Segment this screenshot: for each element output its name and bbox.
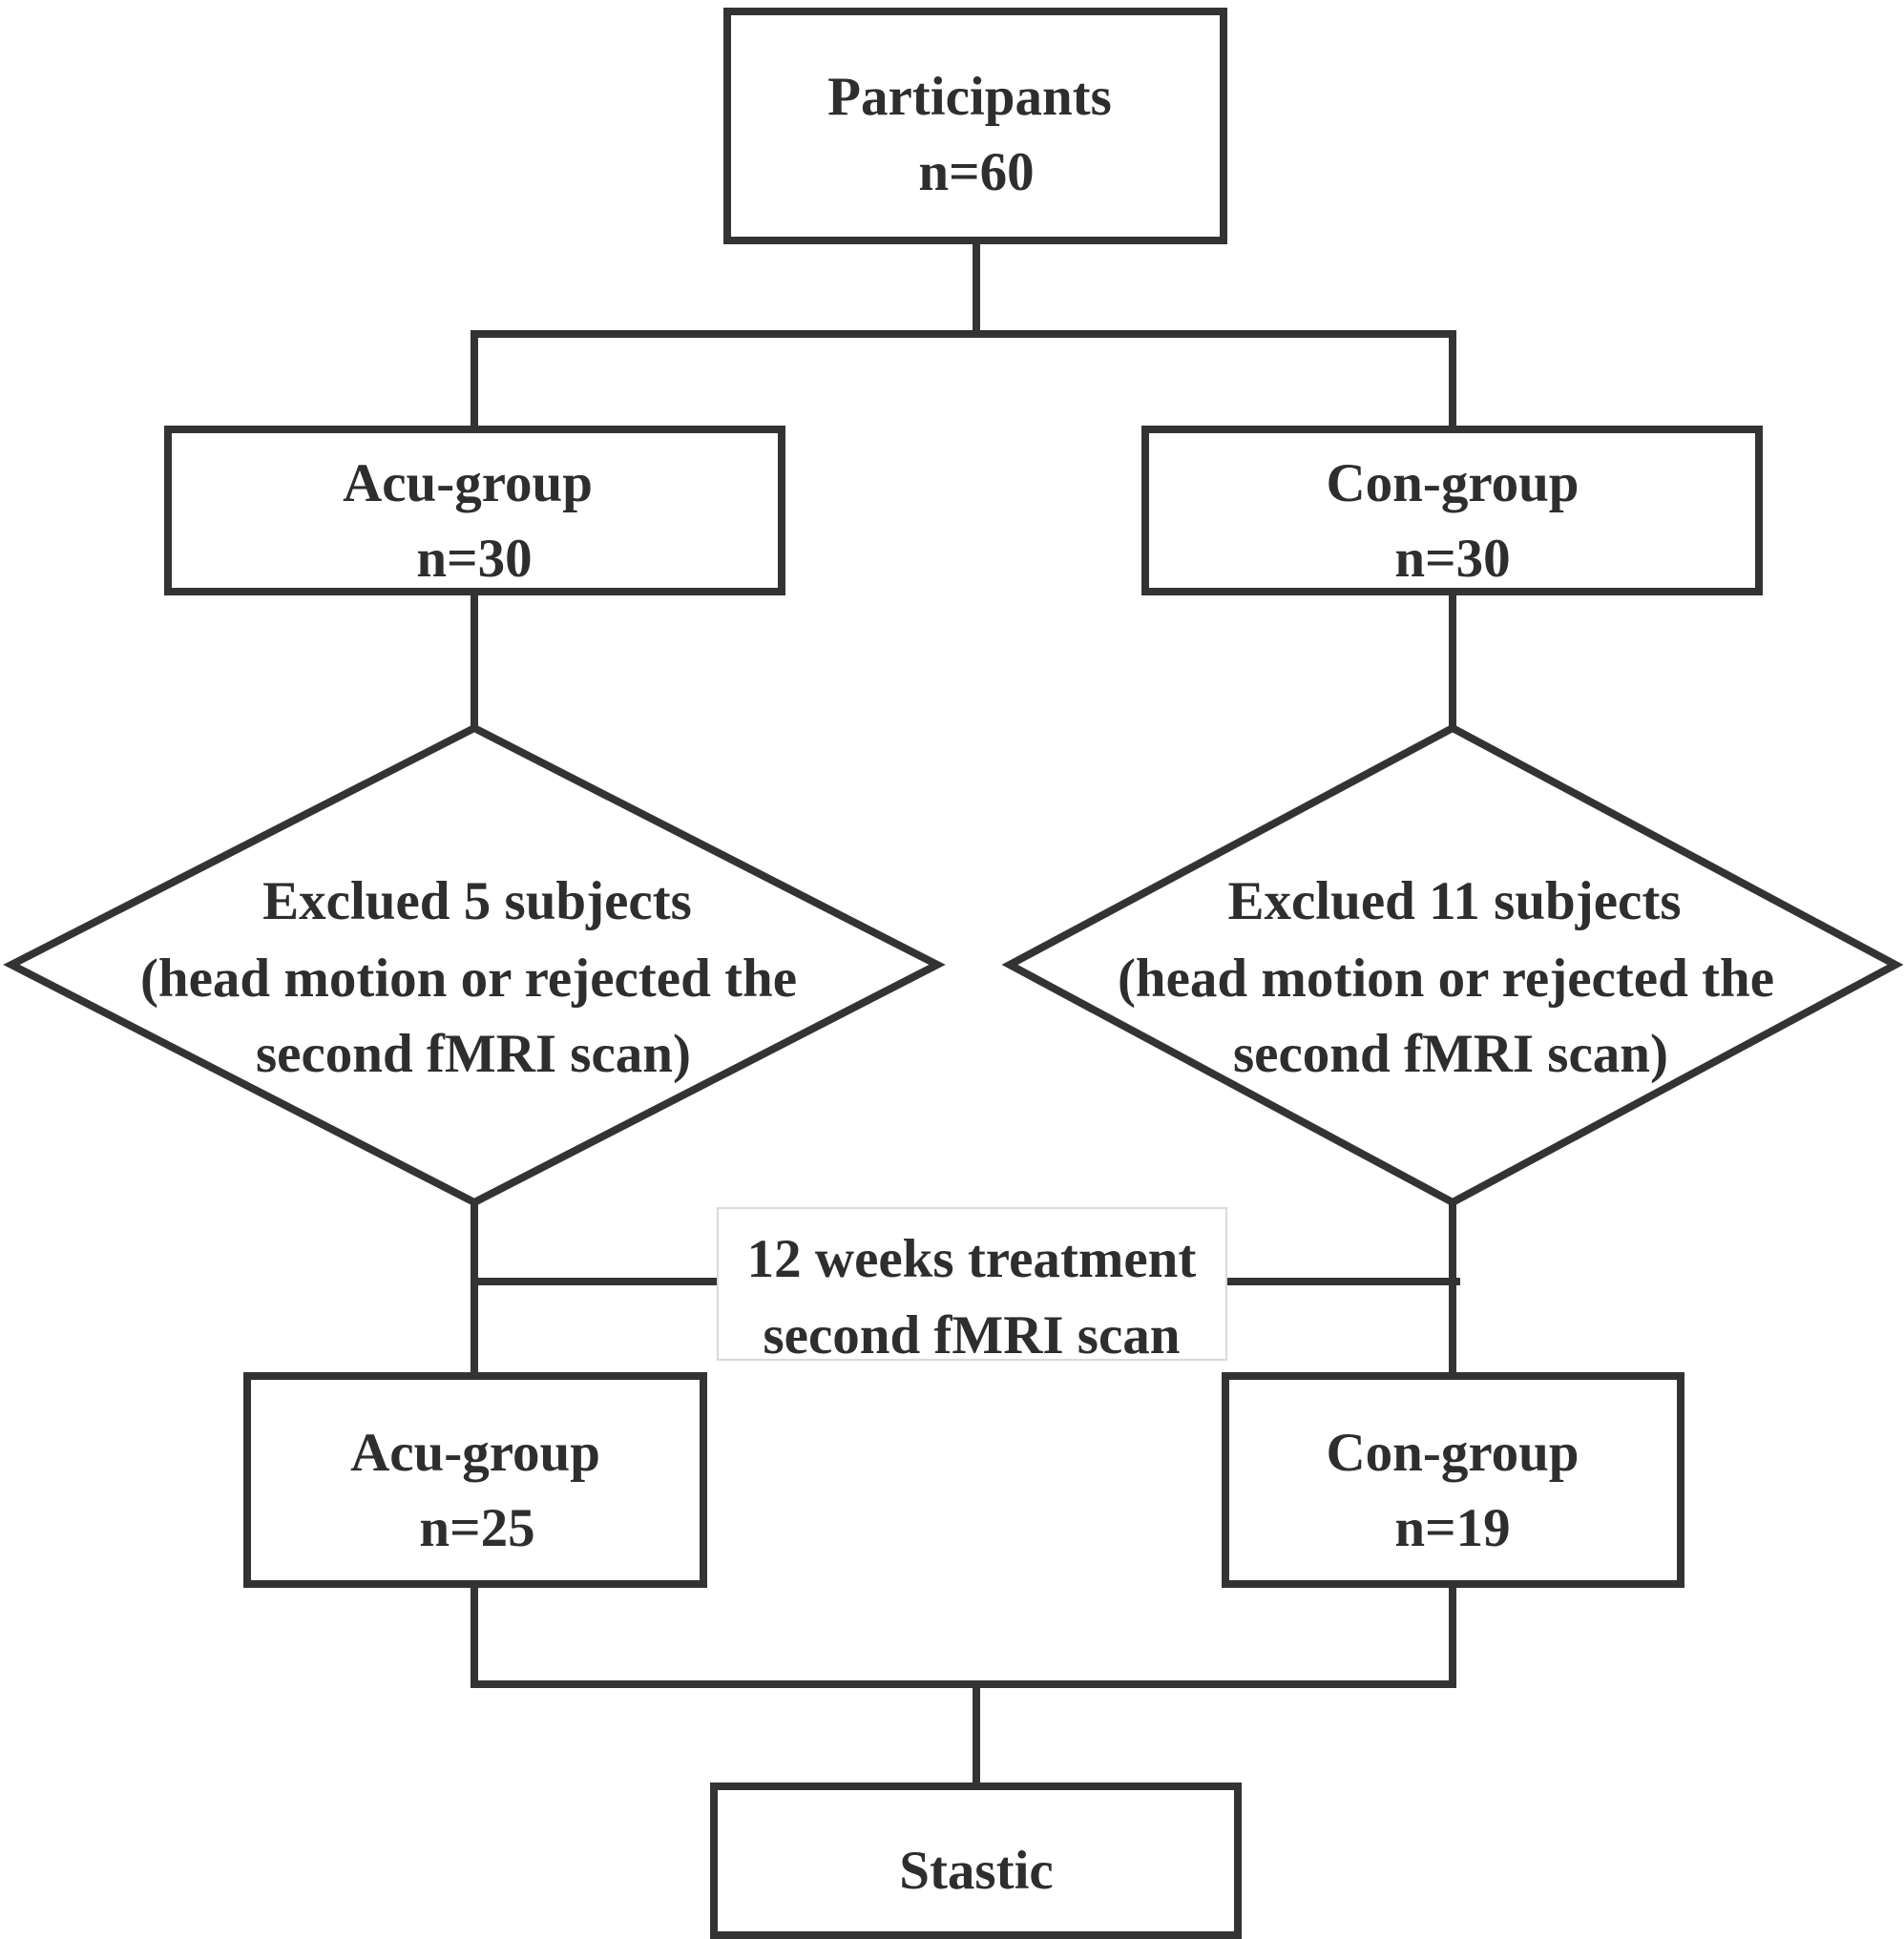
statistic-box <box>710 1783 1242 1939</box>
connector-merge-bottom <box>471 1584 1456 1688</box>
acu-exclusion-line1: Exclued 5 subjects <box>262 871 692 931</box>
con-group-initial-title: Con-group <box>1326 453 1579 513</box>
con-group-final-title: Con-group <box>1326 1423 1579 1483</box>
con-group-box-initial <box>1141 426 1763 595</box>
acu-group-final-title: Acu-group <box>350 1423 600 1483</box>
acu-exclusion-line2: (head motion or rejected the <box>140 949 797 1009</box>
con-exclusion-line2: (head motion or rejected the <box>1118 949 1774 1009</box>
acu-group-initial-title: Acu-group <box>343 453 593 513</box>
participants-title: Participants <box>827 67 1112 127</box>
acu-group-box-initial <box>164 426 785 595</box>
con-exclusion-diamond <box>1001 723 1904 1207</box>
statistic-label: Stastic <box>899 1841 1053 1901</box>
treatment-label-box <box>717 1207 1227 1361</box>
con-exclusion-line1: Exclued 11 subjects <box>1227 871 1681 931</box>
acu-exclusion-diamond <box>3 723 946 1207</box>
participants-count: n=60 <box>918 142 1034 202</box>
con-exclusion-line3: second fMRI scan) <box>1233 1024 1668 1084</box>
acu-group-final-count: n=25 <box>419 1498 534 1558</box>
connector-split-top <box>471 330 1456 429</box>
con-group-final-count: n=19 <box>1394 1498 1510 1558</box>
con-group-box-final <box>1222 1372 1684 1588</box>
treatment-label-line2: second fMRI scan <box>764 1305 1181 1366</box>
acu-group-box-final <box>243 1372 707 1588</box>
acu-exclusion-line3: second fMRI scan) <box>256 1024 691 1084</box>
acu-group-initial-count: n=30 <box>416 529 532 589</box>
treatment-label-line1: 12 weeks treatment <box>747 1229 1197 1289</box>
participants-box <box>723 8 1227 244</box>
con-group-initial-count: n=30 <box>1394 529 1510 589</box>
